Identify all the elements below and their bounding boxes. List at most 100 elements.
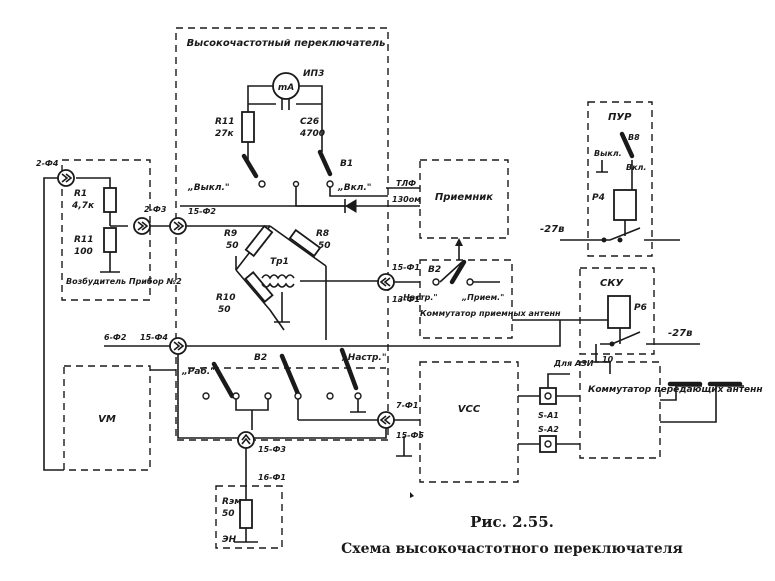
vcc-outputs <box>518 395 540 445</box>
rx-commutator-block <box>419 259 513 339</box>
r1-value: 4,7к <box>71 201 95 211</box>
connector-15f2-chevron <box>173 221 185 231</box>
p6-contact-point <box>609 341 615 347</box>
rem-value: 50 <box>222 509 235 519</box>
bottom-bus <box>177 354 387 439</box>
meter-wiring <box>247 85 323 112</box>
pur-block <box>587 101 653 257</box>
rem-wiring <box>234 448 258 543</box>
b2-contact <box>326 392 334 400</box>
p4-label: Р4 <box>592 193 605 203</box>
cable-6f2 <box>104 320 561 347</box>
r1-label: R1 <box>74 189 87 199</box>
sku-to-tx-wire <box>595 344 611 374</box>
diode-symbol <box>345 199 357 213</box>
c26-plates <box>281 98 290 110</box>
b1-blade-right <box>317 149 333 177</box>
b2-tune-label: „Настр." <box>341 353 387 363</box>
antenna-feeds <box>660 385 744 423</box>
rem-body <box>239 499 253 529</box>
receiver-arrowhead <box>455 238 463 246</box>
z130-label: 130ом <box>392 195 421 204</box>
b2-top-contact <box>466 278 474 286</box>
r11-left-body <box>103 227 117 253</box>
connector-15f3-label: 15-Ф3 <box>258 445 286 454</box>
connector-6f2-label: 6-Ф2 <box>104 333 127 342</box>
b8-blade <box>619 131 635 159</box>
c26-label: C26 <box>300 117 319 127</box>
rem-enclosure <box>215 485 283 549</box>
p4-contact-point <box>617 237 623 243</box>
figure-number: Рис. 2.55. <box>470 513 554 531</box>
vcc-label: VCC <box>458 404 481 415</box>
connector-2f4-chevron <box>61 173 73 183</box>
b1-contact <box>258 180 266 188</box>
connector-2f3-chevron <box>137 221 149 231</box>
connector-16f1-label: 16-Ф1 <box>258 473 286 482</box>
r9-label: R9 <box>224 229 237 239</box>
b2-contact <box>232 392 240 400</box>
to-azi-label: Для АЗИ <box>553 359 594 368</box>
connector-13f1-label: 13-Ф1 <box>392 295 420 304</box>
r9-body <box>244 224 274 258</box>
supply-minus27-top: -27в <box>540 224 564 235</box>
b2-blade-3 <box>339 347 359 391</box>
b2-common-bus <box>235 399 366 430</box>
azi-wiring <box>547 373 580 445</box>
b8-off-label: Выкл. <box>594 149 622 158</box>
tlf-label: ТЛФ <box>396 179 416 188</box>
ground-mark <box>410 492 414 498</box>
b2-contact <box>354 392 362 400</box>
exciter-return-wire <box>43 177 64 471</box>
rem-label: Rэм <box>222 497 242 507</box>
vm-block <box>63 365 151 471</box>
r11-top-value: 27к <box>215 129 235 139</box>
r9-value: 50 <box>226 241 239 251</box>
p6-coil <box>607 295 631 329</box>
r11-top-body <box>241 111 255 143</box>
b8-wiring <box>596 160 633 190</box>
connector-s-a1-label: S-A1 <box>538 411 559 420</box>
wire-10-label: 10 <box>602 355 614 364</box>
receiver-block <box>419 159 509 239</box>
r10-value: 50 <box>218 305 231 315</box>
rx-commutator-label: Коммутатор приемных антенн <box>420 309 561 318</box>
sku-label: СКУ <box>600 278 625 289</box>
r8-body <box>288 228 322 258</box>
vm-label: VM <box>98 414 116 425</box>
r8-label: R8 <box>316 229 329 239</box>
connector-7f1-label: 7-Ф1 <box>396 401 418 410</box>
b2-right-label: „Прием." <box>461 293 504 302</box>
tr1-coil <box>261 274 378 288</box>
b1-label: В1 <box>340 159 353 169</box>
tx-commutator-block <box>579 361 661 459</box>
exciter-block <box>61 159 151 301</box>
b1-contact <box>292 180 300 188</box>
b1-contact <box>326 180 334 188</box>
connector-15f5-label: 15-Ф5 <box>396 431 424 440</box>
r10-label: R10 <box>216 293 235 303</box>
r11-left-label: R11 <box>74 235 93 245</box>
b1-off-label: „Выкл." <box>187 183 230 193</box>
r10-body <box>244 271 274 303</box>
meter-name: ИП3 <box>303 69 324 79</box>
b2-top-label: В2 <box>428 265 441 275</box>
supply-minus27-bottom: -27в <box>668 328 692 339</box>
b2-top-contact <box>432 278 440 286</box>
connector-7f1-chevron <box>379 415 391 425</box>
b1-blade-left <box>241 153 259 179</box>
connector-15f4-chevron <box>173 341 185 351</box>
r11-top-label: R11 <box>215 117 234 127</box>
b2-main-label: В2 <box>254 353 267 363</box>
b2-top-blade <box>449 259 467 285</box>
connector-15f1a-label: 15-Ф1 <box>392 263 420 272</box>
b2-work-label: „Раб." <box>181 366 215 377</box>
connector-15f4-label: 15-Ф4 <box>140 333 168 342</box>
pur-label: ПУР <box>608 112 632 123</box>
exciter-label: Возбудитель Прибор №2 <box>66 276 182 286</box>
b8-label: В8 <box>628 133 640 142</box>
connector-2f3-label: 2-Ф3 <box>144 205 167 214</box>
tr1-ground <box>274 292 290 323</box>
hf-switch-title: Высокочастотный переключатель <box>187 38 386 49</box>
